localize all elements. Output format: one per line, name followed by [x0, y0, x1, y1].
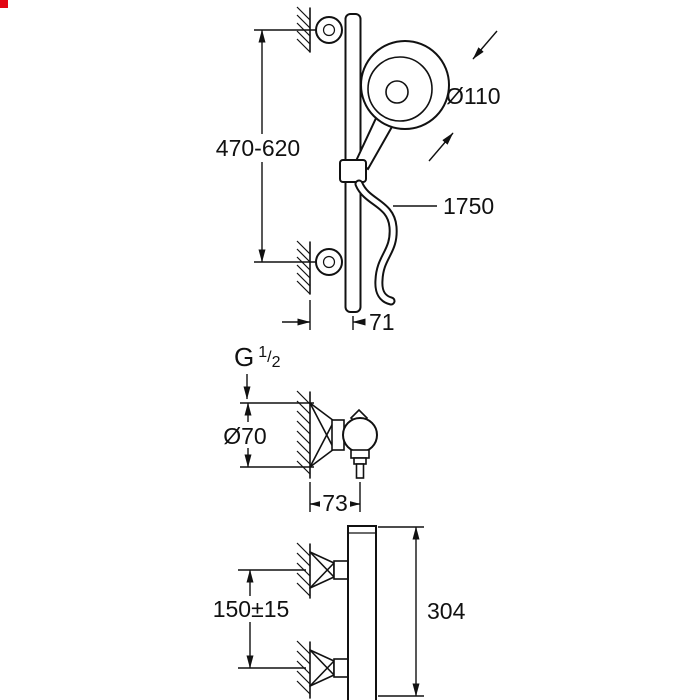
label-projection: 73 — [322, 490, 348, 516]
wall-hatching — [296, 240, 311, 295]
view-shower-rail-set: 470-620 Ø110 1750 71 — [212, 6, 501, 335]
dimension-rail-height: 470-620 — [212, 29, 316, 263]
label-body-height: 304 — [427, 598, 466, 624]
shower-hose — [354, 179, 398, 306]
inlet-nut-bottom — [333, 658, 349, 678]
dimension-escutcheon-diameter: Ø70 — [212, 402, 314, 468]
hand-shower-head — [360, 40, 450, 130]
label-hose-length: 1750 — [443, 193, 494, 219]
dimension-projection: 73 — [309, 482, 361, 516]
inlet-nut-top — [333, 560, 349, 580]
wall-section-middle — [296, 390, 311, 479]
dimension-head-diameter: Ø110 — [428, 30, 501, 162]
dimension-body-height: 304 — [378, 526, 466, 697]
dimension-wall-to-rail: 71 — [282, 300, 395, 335]
rail-wall-flange-bottom — [315, 248, 343, 276]
label-rail-height: 470-620 — [216, 135, 300, 161]
corner-marker — [0, 0, 8, 8]
valve-body — [342, 417, 378, 453]
hose-connector — [350, 449, 370, 479]
thermostat-body — [347, 525, 377, 700]
wall-section-inlet-bottom — [296, 640, 311, 699]
rail-wall-flange-top — [315, 16, 343, 44]
wall-hatching — [296, 542, 311, 597]
label-escutcheon-diameter: Ø70 — [223, 423, 266, 449]
wall-section-inlet-top — [296, 542, 311, 599]
shower-holder — [339, 159, 367, 183]
wall-section-bottom — [296, 240, 311, 295]
wall-hatching — [296, 6, 311, 53]
label-wall-to-rail: 71 — [369, 309, 395, 335]
label-head-diameter: Ø110 — [446, 83, 501, 109]
inlet-escutcheon-bottom — [309, 649, 335, 687]
dimension-hose-length: 1750 — [393, 193, 494, 219]
label-inlet-spacing: 150±15 — [213, 596, 290, 622]
view-thermostat: 150±15 304 — [208, 525, 466, 700]
escutcheon-cone — [309, 402, 335, 468]
dimension-inlet-spacing: 150±15 — [208, 569, 306, 669]
inlet-escutcheon-top — [309, 551, 335, 589]
